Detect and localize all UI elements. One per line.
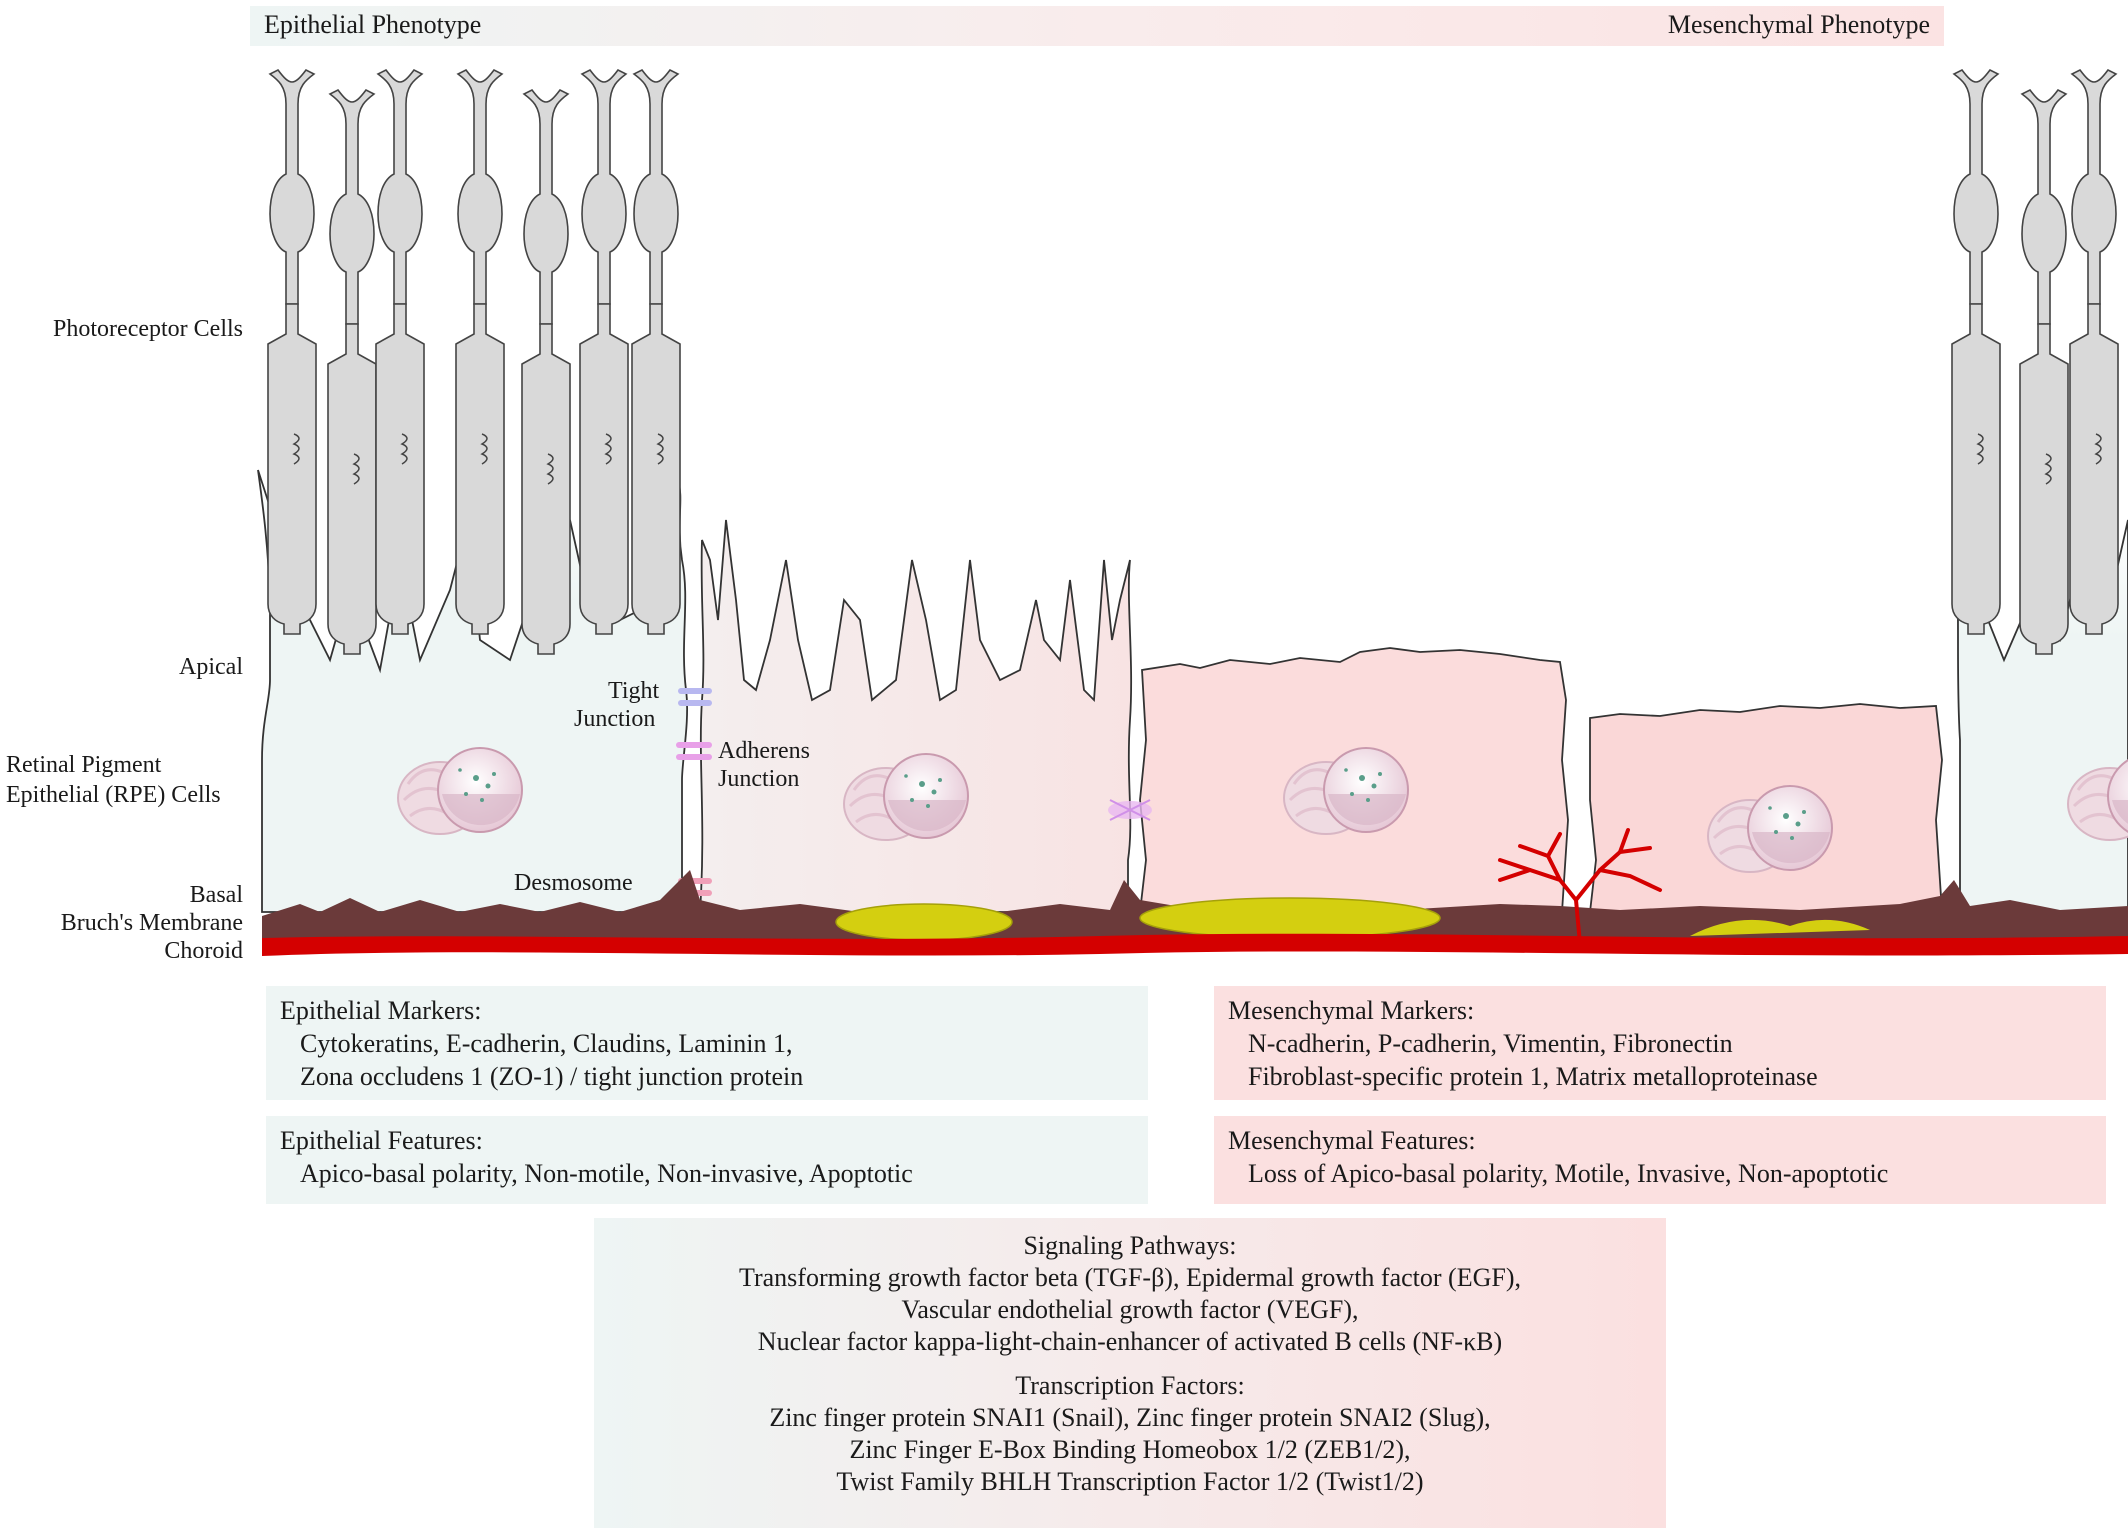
transcription-factors-title: Transcription Factors: bbox=[1015, 1371, 1245, 1400]
signaling-line2: Vascular endothelial growth factor (VEGF… bbox=[901, 1295, 1359, 1324]
desmosome-label: Desmosome bbox=[514, 870, 633, 896]
phenotype-banner: Epithelial Phenotype Mesenchymal Phenoty… bbox=[250, 6, 1944, 46]
rpe-cell-transitional bbox=[699, 519, 1133, 913]
drusen-deposit-1 bbox=[835, 903, 1013, 941]
choroid-label: Choroid bbox=[164, 938, 243, 964]
epithelial-markers-line1: Cytokeratins, E-cadherin, Claudins, Lami… bbox=[300, 1029, 793, 1058]
signaling-transcription-box: Signaling Pathways: Transforming growth … bbox=[594, 1218, 1666, 1528]
adherens-junction-marker bbox=[676, 742, 712, 760]
transcription-line1: Zinc finger protein SNAI1 (Snail), Zinc … bbox=[769, 1403, 1491, 1432]
adherens-junction-label-line1: Adherens bbox=[718, 738, 810, 764]
tight-junction-marker bbox=[678, 688, 712, 706]
signaling-pathways-title: Signaling Pathways: bbox=[1023, 1231, 1237, 1260]
tight-junction-label-line1: Tight bbox=[608, 678, 660, 704]
tight-junction-label-line2: Junction bbox=[574, 706, 656, 732]
section-gap bbox=[594, 1358, 1666, 1370]
mesenchymal-markers-title: Mesenchymal Markers: bbox=[1228, 996, 1475, 1025]
rpe-illustration bbox=[257, 69, 2128, 956]
drusen-deposit-3 bbox=[1690, 919, 1870, 936]
epithelial-features-box: Epithelial Features: Apico-basal polarit… bbox=[266, 1116, 1148, 1204]
epithelial-features-title: Epithelial Features: bbox=[280, 1126, 483, 1155]
mesenchymal-features-box: Mesenchymal Features: Loss of Apico-basa… bbox=[1214, 1116, 2106, 1204]
apical-label: Apical bbox=[179, 654, 243, 680]
junction-fragment-marker bbox=[1108, 799, 1152, 821]
blood-vessel-invasion bbox=[1498, 828, 1662, 946]
mesenchymal-markers-line1: N-cadherin, P-cadherin, Vimentin, Fibron… bbox=[1248, 1029, 1733, 1058]
mesenchymal-markers-box: Mesenchymal Markers: N-cadherin, P-cadhe… bbox=[1214, 986, 2106, 1100]
bruchs-membrane-label: Bruch's Membrane bbox=[60, 910, 243, 936]
photoreceptor-cells-label: Photoreceptor Cells bbox=[53, 316, 243, 342]
mesenchymal-markers-line2: Fibroblast-specific protein 1, Matrix me… bbox=[1248, 1062, 1818, 1091]
photoreceptor-group-right bbox=[1951, 69, 2119, 655]
mesenchymal-features-title: Mesenchymal Features: bbox=[1228, 1126, 1476, 1155]
mesenchymal-features-line1: Loss of Apico-basal polarity, Motile, In… bbox=[1248, 1159, 1889, 1188]
transcription-line3: Twist Family BHLH Transcription Factor 1… bbox=[836, 1467, 1424, 1496]
epithelial-markers-title: Epithelial Markers: bbox=[280, 996, 482, 1025]
epithelial-phenotype-label: Epithelial Phenotype bbox=[264, 10, 482, 39]
transcription-line2: Zinc Finger E-Box Binding Homeobox 1/2 (… bbox=[849, 1435, 1411, 1464]
rpe-cells-label-line2: Epithelial (RPE) Cells bbox=[6, 782, 221, 808]
basal-label: Basal bbox=[189, 882, 243, 908]
choroid-layer bbox=[262, 933, 2128, 956]
rpe-cells-label-line1: Retinal Pigment bbox=[6, 752, 162, 778]
adherens-junction-label-line2: Junction bbox=[718, 766, 800, 792]
bruchs-membrane bbox=[262, 870, 2128, 944]
photoreceptor-group-left bbox=[267, 69, 681, 655]
drusen-deposit-2 bbox=[1139, 897, 1441, 939]
signaling-line1: Transforming growth factor beta (TGF-β),… bbox=[739, 1263, 1521, 1292]
epithelial-features-line1: Apico-basal polarity, Non-motile, Non-in… bbox=[300, 1159, 913, 1188]
mesenchymal-phenotype-label: Mesenchymal Phenotype bbox=[1667, 10, 1930, 39]
signaling-line3: Nuclear factor kappa-light-chain-enhance… bbox=[757, 1327, 1503, 1356]
epithelial-markers-box: Epithelial Markers: Cytokeratins, E-cadh… bbox=[266, 986, 1148, 1100]
epithelial-markers-line2: Zona occludens 1 (ZO-1) / tight junction… bbox=[300, 1062, 804, 1091]
